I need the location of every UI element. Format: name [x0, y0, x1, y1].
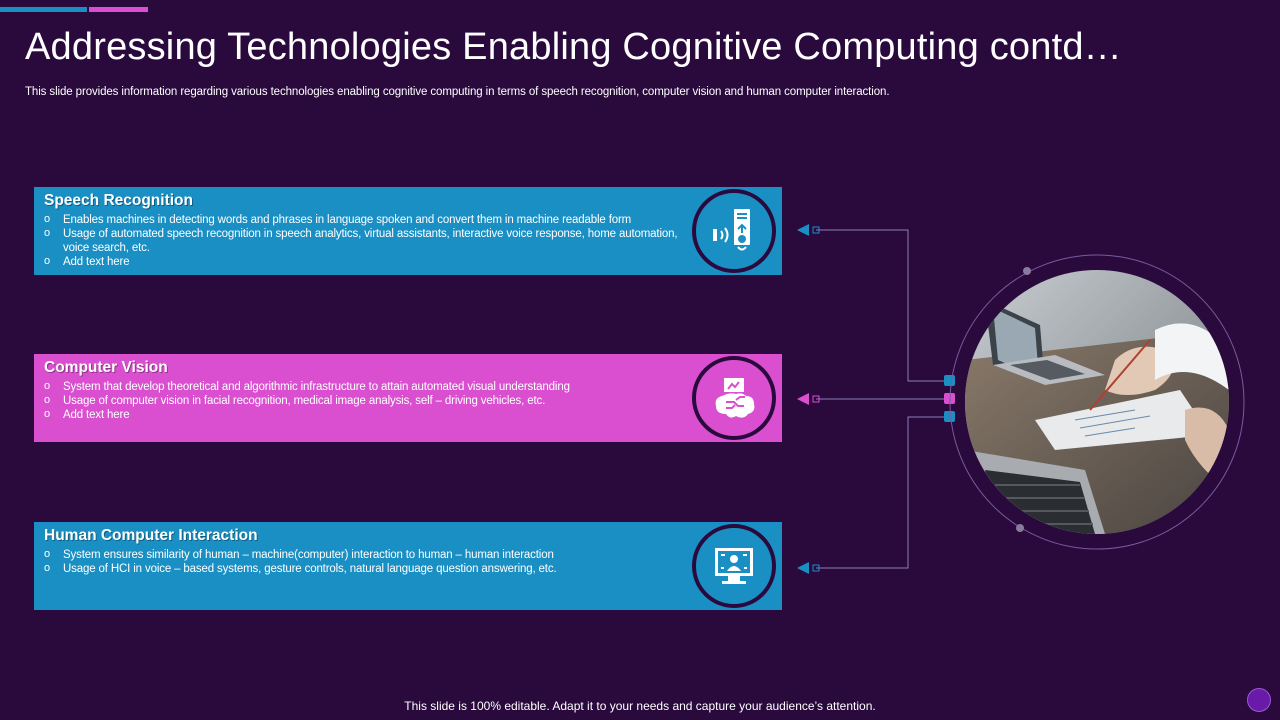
footer-note: This slide is 100% editable. Adapt it to… — [404, 699, 876, 713]
card-title: Speech Recognition — [44, 192, 193, 209]
list-item: Add text here — [44, 254, 684, 269]
list-item: Usage of computer vision in facial recog… — [44, 393, 684, 408]
page-title: Addressing Technologies Enabling Cogniti… — [25, 26, 1122, 68]
card-computer-vision: Computer Vision System that develop theo… — [34, 354, 782, 442]
arrow-left-icon — [797, 393, 809, 405]
card-human-computer-interaction: Human Computer Interaction System ensure… — [34, 522, 782, 610]
bullet-list: System that develop theoretical and algo… — [44, 379, 684, 422]
bullet-list: Enables machines in detecting words and … — [44, 212, 684, 269]
card-title: Human Computer Interaction — [44, 527, 258, 544]
accent-bar-pink — [89, 7, 148, 12]
arrow-left-icon — [797, 562, 809, 574]
card-title: Computer Vision — [44, 359, 168, 376]
laptop-meeting-photo — [965, 270, 1229, 534]
monitor-user-icon — [692, 524, 776, 608]
list-item: System ensures similarity of human – mac… — [44, 547, 684, 562]
list-item: System that develop theoretical and algo… — [44, 379, 684, 394]
brain-circuit-icon — [692, 356, 776, 440]
page-subtitle: This slide provides information regardin… — [25, 86, 890, 98]
speech-document-icon — [692, 189, 776, 273]
accent-bar-blue — [0, 7, 87, 12]
list-item: Enables machines in detecting words and … — [44, 212, 684, 227]
card-speech-recognition: Speech Recognition Enables machines in d… — [34, 187, 782, 275]
arrow-left-icon — [797, 224, 809, 236]
corner-button[interactable] — [1247, 688, 1271, 712]
bullet-list: System ensures similarity of human – mac… — [44, 547, 684, 576]
list-item: Usage of HCI in voice – based systems, g… — [44, 561, 684, 576]
list-item: Usage of automated speech recognition in… — [44, 226, 684, 255]
list-item: Add text here — [44, 407, 684, 422]
